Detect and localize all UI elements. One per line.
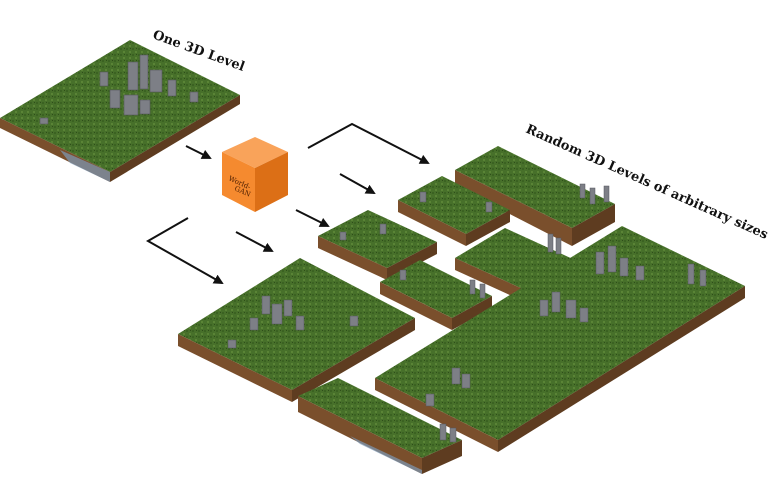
output-arrows [145, 122, 430, 284]
generated-level-b [398, 176, 510, 246]
worldgan-cube: World- GAN [222, 137, 288, 212]
generated-level-f [178, 258, 415, 402]
generated-levels [178, 146, 745, 474]
generated-level-a [455, 146, 615, 246]
arrow-to-top-right [307, 122, 430, 164]
source-level [0, 40, 240, 182]
generated-level-c [318, 210, 437, 280]
generated-level-g [375, 226, 745, 452]
source-buildings [39, 54, 199, 125]
generated-level-h [298, 378, 462, 474]
arrow-to-generator [185, 145, 212, 159]
arrow-to-mid-2 [295, 209, 330, 227]
arrow-to-bottom-left [145, 217, 224, 284]
generated-level-e [380, 260, 492, 330]
arrow-to-mid-3 [235, 231, 274, 252]
arrow-to-mid-1 [339, 173, 376, 194]
